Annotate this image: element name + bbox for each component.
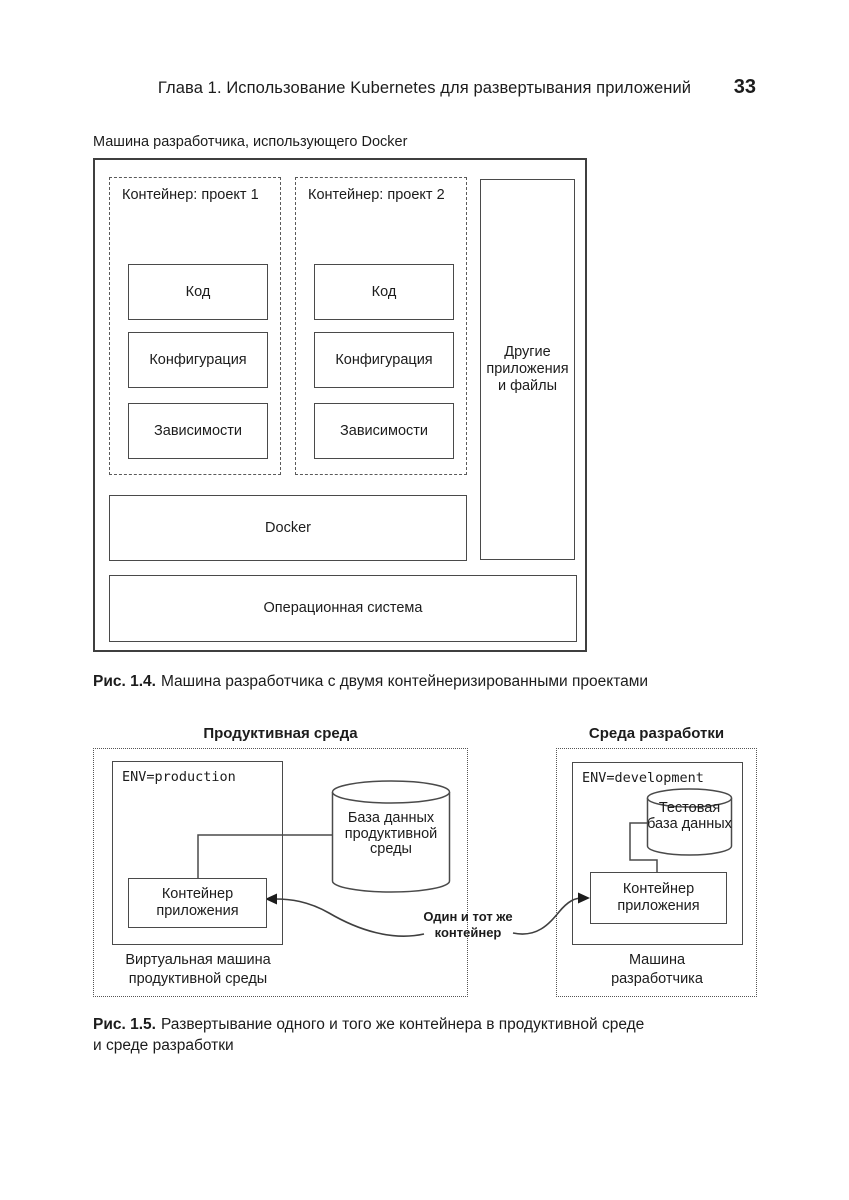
fig14-project1-code-box: Код [128, 264, 268, 320]
fig14-project1-code-label: Код [185, 283, 211, 300]
fig15-production-env-box [93, 748, 468, 997]
fig14-project2-code-box: Код [314, 264, 454, 320]
fig14-caption-number: Рис. 1.4. [93, 673, 156, 690]
fig15-development-db-label: Тестовая база данных [647, 800, 732, 832]
fig14-os-box: Операционная система [109, 575, 577, 642]
fig14-container-project1-title: Контейнер: проект 1 [122, 187, 259, 203]
fig15-production-title: Продуктивная среда [203, 725, 358, 742]
fig15-caption-number: Рис. 1.5. [93, 1016, 156, 1033]
fig15-production-env-var: ENV=production [122, 769, 236, 785]
fig15-development-title: Среда разработки [588, 725, 725, 742]
fig14-project2-config-box: Конфигурация [314, 332, 454, 388]
page-header: Глава 1. Использование Kubernetes для ра… [93, 76, 756, 103]
fig14-container-project1-box: Контейнер: проект 1 Код Конфигурация Зав… [109, 177, 281, 475]
chapter-title: Глава 1. Использование Kubernetes для ра… [157, 79, 692, 97]
fig14-project1-deps-box: Зависимости [128, 403, 268, 459]
fig15-production-app-container-label: Контейнер приложения [156, 886, 239, 919]
fig14-project2-deps-box: Зависимости [314, 403, 454, 459]
fig14-docker-label: Docker [265, 519, 311, 536]
fig14-container-project2-box: Контейнер: проект 2 Код Конфигурация Зав… [295, 177, 467, 475]
fig14-machine-label: Машина разработчика, использующего Docke… [93, 134, 408, 150]
fig15-caption-text-line2: и среде разработки [93, 1037, 234, 1054]
fig14-docker-box: Docker [109, 495, 467, 561]
fig15-caption-text-line1: Развертывание одного и того же контейнер… [160, 1016, 645, 1033]
fig14-other-apps-box: Другие приложения и файлы [480, 179, 575, 560]
fig15-development-env-var: ENV=development [582, 770, 704, 786]
fig15-production-db-label: База данных продуктивной среды [344, 810, 438, 857]
page-number: 33 [733, 76, 756, 98]
fig14-project2-code-label: Код [371, 283, 397, 300]
fig15-development-app-container-box: Контейнер приложения [590, 872, 727, 924]
fig14-other-apps-label: Другие приложения и файлы [486, 344, 569, 394]
fig14-project1-deps-label: Зависимости [154, 422, 242, 439]
fig14-os-label: Операционная система [263, 600, 423, 616]
fig15-development-machine-box: ENV=development [572, 762, 743, 945]
fig14-project2-config-label: Конфигурация [335, 351, 433, 368]
fig15-development-env-box [556, 748, 757, 997]
fig14-developer-machine-box: Контейнер: проект 1 Код Конфигурация Зав… [93, 158, 587, 652]
fig15-development-machine-label: Машина разработчика [611, 952, 703, 987]
fig15-production-app-container-box: Контейнер приложения [128, 878, 267, 928]
fig14-container-project2-title: Контейнер: проект 2 [308, 187, 445, 203]
fig15-same-container-note: Один и тот же контейнер [423, 909, 513, 940]
fig14-project1-config-box: Конфигурация [128, 332, 268, 388]
fig14-project2-deps-label: Зависимости [340, 422, 428, 439]
fig14-project1-config-label: Конфигурация [149, 351, 247, 368]
fig14-caption: Рис. 1.4.Машина разработчика с двумя кон… [93, 671, 773, 692]
fig15-caption-line1: Рис. 1.5.Развертывание одного и того же … [93, 1014, 773, 1035]
fig14-caption-text: Машина разработчика с двумя контейнеризи… [160, 673, 649, 690]
fig15-development-app-container-label: Контейнер приложения [617, 881, 700, 914]
fig15-caption: Рис. 1.5.Развертывание одного и того же … [93, 1014, 773, 1056]
fig15-production-machine-label: Виртуальная машина продуктивной среды [125, 952, 271, 987]
